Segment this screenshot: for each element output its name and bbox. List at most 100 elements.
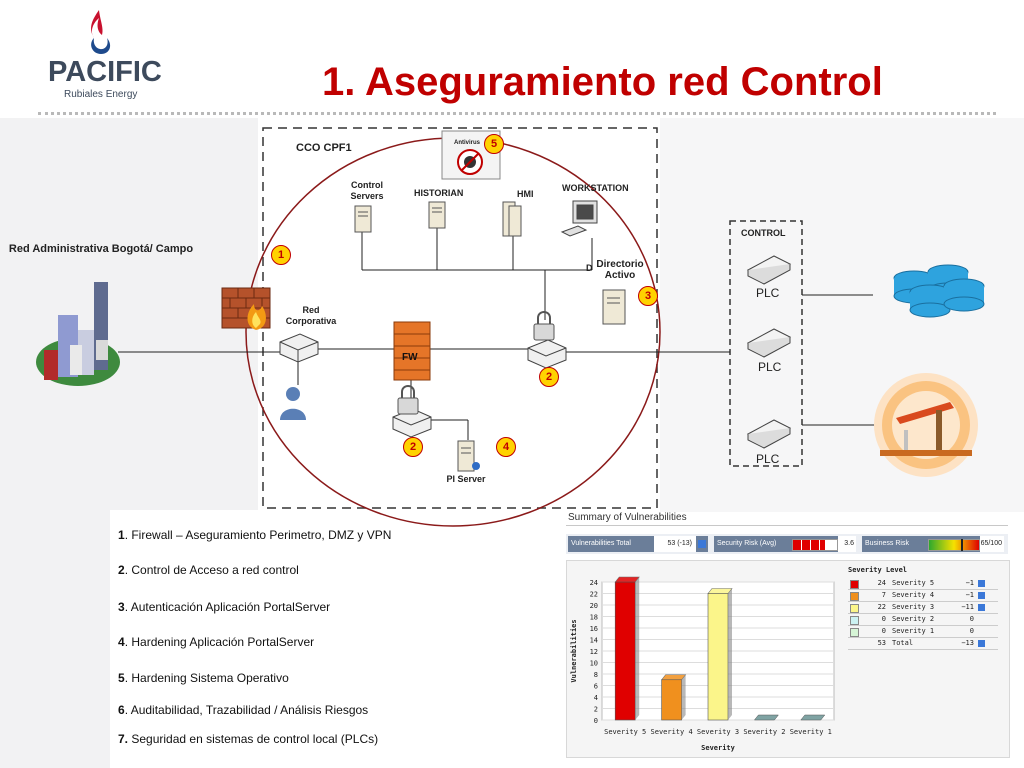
- antivirus-label: Antivirus: [454, 140, 481, 146]
- business-risk-label: Business Risk: [865, 540, 909, 547]
- badge-2: 2: [539, 367, 559, 387]
- list-item: 5. Hardening Sistema Operativo: [118, 671, 289, 685]
- severity-delta: −11: [961, 603, 974, 611]
- severity-color-swatch: [850, 592, 859, 601]
- list-item: 7. Seguridad en sistemas de control loca…: [118, 732, 379, 746]
- admin-network-label: Red Administrativa Bogotá/ Campo: [8, 243, 194, 255]
- padlock-icon: [397, 385, 419, 415]
- y-tick-label: 2: [594, 706, 598, 714]
- firewall-brick-icon: [221, 287, 271, 330]
- security-risk-label: Security Risk (Avg): [717, 540, 777, 547]
- logo-subtitle: Rubiales Energy: [64, 89, 138, 100]
- severity-count: 7: [881, 591, 886, 599]
- logo-word: PACIFIC: [48, 56, 162, 88]
- severity-row: 7 Severity 4 −1: [848, 590, 998, 602]
- background-panel: [0, 510, 110, 768]
- bar-top: [660, 674, 687, 681]
- severity-name: Severity 5: [892, 579, 935, 587]
- server-tower-icon: [354, 201, 626, 472]
- vuln-total-value: 53 (-13): [654, 536, 696, 552]
- vuln-total-expand-icon[interactable]: [698, 540, 706, 548]
- list-item: 2. Control de Acceso a red control: [118, 563, 299, 577]
- severity-count: 22: [877, 603, 886, 611]
- severity-name: Severity 3: [892, 603, 935, 611]
- directorio-prefix-label: D: [586, 263, 593, 273]
- expand-icon[interactable]: [978, 580, 985, 587]
- y-tick-label: 8: [594, 671, 598, 679]
- x-tick-label: Severity 1: [790, 728, 832, 736]
- plc-label: PLC: [758, 360, 782, 374]
- severity-row: 22 Severity 3 −11: [848, 602, 998, 614]
- fw-label: FW: [402, 352, 418, 363]
- badge-1: 1: [271, 245, 291, 265]
- bar-side: [635, 577, 640, 720]
- badge-4: 4: [496, 437, 516, 457]
- severity-name: Severity 1: [892, 627, 935, 635]
- control-label: CONTROL: [741, 228, 786, 238]
- y-tick-label: 4: [594, 694, 598, 702]
- business-risk-meter: [928, 539, 980, 551]
- severity-color-swatch: [850, 616, 859, 625]
- list-item: 6. Auditabilidad, Trazabilidad / Análisi…: [118, 703, 369, 717]
- padlock-icon: [533, 311, 555, 341]
- x-tick-label: Severity 2: [743, 728, 785, 736]
- expand-icon[interactable]: [978, 640, 985, 647]
- y-tick-label: 10: [590, 660, 598, 668]
- y-axis-label: Vulnerabilities: [570, 619, 578, 682]
- bar-top: [614, 576, 640, 583]
- business-risk-value: 65/100: [980, 536, 1004, 552]
- x-tick-label: Severity 5: [604, 728, 646, 736]
- city-buildings-icon: [36, 282, 120, 386]
- security-risk-box: Security Risk (Avg) 3.6: [714, 536, 856, 552]
- severity-color-swatch: [850, 628, 859, 637]
- list-item: 4. Hardening Aplicación PortalServer: [118, 635, 315, 649]
- severity-delta: −1: [965, 591, 974, 599]
- severity-total-row: 53 Total −13: [848, 638, 998, 650]
- directorio-label: Directorio Activo: [596, 259, 644, 281]
- bar-side: [728, 588, 732, 720]
- severity-delta: −13: [961, 639, 974, 647]
- pi-globe-icon: [472, 462, 480, 470]
- flame-logo-icon: [91, 10, 111, 54]
- pi-server-label: PI Server: [446, 474, 486, 484]
- user-icon: [280, 387, 306, 420]
- workstation-label: WORKSTATION: [562, 183, 629, 193]
- bar-severity-2: [753, 714, 779, 721]
- list-item: 3. Autenticación Aplicación PortalServer: [118, 600, 331, 614]
- security-risk-value: 3.6: [838, 536, 856, 552]
- historian-label: HISTORIAN: [414, 188, 464, 198]
- bar-severity-1: [800, 714, 826, 721]
- title-divider: [38, 112, 996, 115]
- y-tick-label: 22: [590, 591, 598, 599]
- badge-5: 5: [484, 134, 504, 154]
- business-risk-box: Business Risk 65/100: [862, 536, 1004, 552]
- bar-top: [707, 588, 733, 594]
- y-tick-label: 24: [590, 579, 598, 587]
- expand-icon[interactable]: [978, 592, 985, 599]
- summary-underline: [566, 525, 1008, 526]
- severity-delta: 0: [969, 627, 974, 635]
- y-tick-label: 18: [590, 614, 598, 622]
- list-item: 1. Firewall – Aseguramiento Perimetro, D…: [118, 528, 392, 542]
- severity-count: 53: [877, 639, 886, 647]
- bar-severity-3: [707, 593, 729, 721]
- fw-firewall-icon: [393, 321, 431, 381]
- y-tick-label: 20: [590, 602, 598, 610]
- x-tick-label: Severity 3: [697, 728, 739, 736]
- hmi-label: HMI: [517, 189, 534, 199]
- storage-tanks-icon: [893, 264, 985, 318]
- vuln-total-label: Vulnerabilities Total: [571, 540, 631, 547]
- severity-color-swatch: [850, 604, 859, 613]
- severity-name: Total: [892, 639, 914, 647]
- y-tick-label: 12: [590, 648, 598, 656]
- expand-icon[interactable]: [978, 604, 985, 611]
- x-axis-label: Severity: [701, 744, 736, 752]
- severity-delta: −1: [965, 579, 974, 587]
- y-tick-label: 16: [590, 625, 598, 633]
- severity-row: 24 Severity 5 −1: [848, 578, 998, 590]
- severity-name: Severity 4: [892, 591, 935, 599]
- severity-count: 24: [877, 579, 886, 587]
- severity-name: Severity 2: [892, 615, 935, 623]
